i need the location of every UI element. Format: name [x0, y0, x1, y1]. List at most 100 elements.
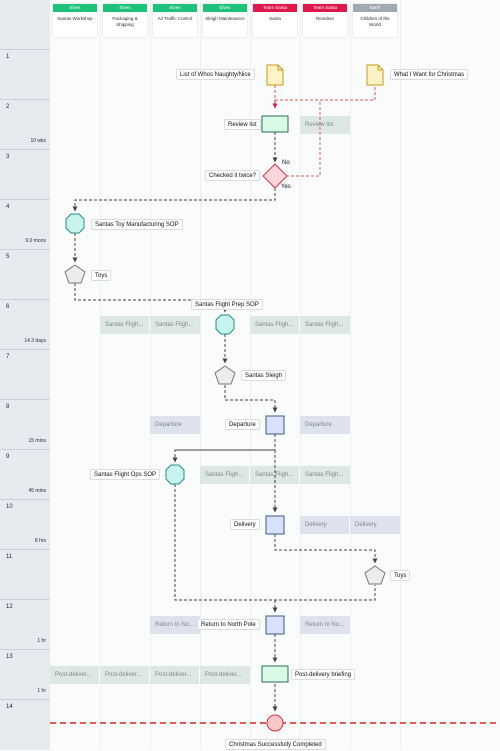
lane-name: Sleigh Maintenance	[205, 16, 245, 21]
label-flight-prep-sop: Santas Flight Prep SOP	[191, 299, 263, 310]
label-return-to-north-pole: Return to North Pole	[197, 619, 260, 630]
lane-divider	[400, 0, 401, 750]
row-divider	[0, 399, 50, 400]
ghost-santas-flight: Santas Fligh...	[250, 316, 299, 334]
row-number: 10	[6, 504, 13, 510]
row-duration: 1 hr	[37, 638, 46, 644]
decision-diamond[interactable]	[262, 163, 288, 189]
label-santas-sleigh: Santas Sleigh	[241, 370, 287, 381]
lane-header-sleigh-maintenance[interactable]: Elves Sleigh Maintenance	[203, 4, 247, 37]
lane-header-santa[interactable]: Team Santa Santa	[253, 4, 297, 37]
row-number: 8	[6, 404, 10, 410]
task-box-delivery[interactable]	[265, 515, 285, 535]
ghost-post-delivery: Post-deliver...	[150, 666, 199, 684]
pentagon-shape[interactable]	[64, 264, 86, 284]
row-number: 14	[6, 704, 13, 710]
row-number: 11	[6, 554, 13, 560]
row-number: 6	[6, 304, 10, 310]
row-duration: 10 wks	[30, 138, 46, 144]
lane-name: Santas Workshop	[57, 16, 93, 21]
lane-name: Children of the World	[360, 16, 390, 27]
row-divider	[0, 599, 50, 600]
lane-header-packaging-shipping[interactable]: Elves Packaging & Shipping	[103, 4, 147, 37]
label-yes: Yes	[281, 184, 291, 190]
row-duration: 45 mins	[28, 488, 46, 494]
row-divider	[0, 349, 50, 350]
row-divider	[0, 549, 50, 550]
row-divider	[0, 649, 50, 650]
row-divider	[0, 499, 50, 500]
lane-divider	[350, 0, 351, 750]
end-event-circle[interactable]	[266, 714, 284, 732]
pentagon-shape[interactable]	[214, 365, 236, 385]
process-octagon[interactable]	[65, 213, 85, 234]
row-divider	[0, 99, 50, 100]
row-divider	[0, 249, 50, 250]
lane-name: Packaging & Shipping	[112, 16, 138, 27]
label-wish-list: What I Want for Christmas	[390, 69, 469, 80]
label-departure: Departure	[225, 419, 260, 430]
label-toy-manufacturing-sop: Santas Toy Manufacturing SOP	[91, 219, 183, 230]
task-box-return-to-north-pole[interactable]	[265, 615, 285, 635]
ghost-post-delivery: Post-deliver...	[50, 666, 99, 684]
ghost-review-list: Review list	[300, 116, 350, 134]
row-number: 5	[6, 254, 10, 260]
label-naughty-nice: List of Whos Naughty/Nice	[176, 69, 255, 80]
ghost-departure: Departure	[150, 416, 200, 434]
lane-tag: Team Santa	[303, 4, 347, 12]
row-number: 7	[6, 354, 10, 360]
label-post-delivery-briefing: Post-delivery briefing	[291, 669, 356, 680]
process-octagon[interactable]	[165, 464, 185, 485]
row-duration: 14.3 days	[24, 338, 46, 344]
lane-divider	[300, 0, 301, 750]
task-box-departure[interactable]	[265, 415, 285, 435]
row-divider	[0, 299, 50, 300]
row-rail: 1 2 10 wks 3 4 9.0 mons 5 6 14.3 days 7 …	[0, 0, 50, 750]
lane-tag: Elves	[203, 4, 247, 12]
task-box-review-list[interactable]	[261, 115, 289, 133]
row-number: 12	[6, 604, 13, 610]
lane-name: Santa	[269, 16, 281, 21]
document-icon[interactable]	[366, 64, 384, 86]
row-divider	[0, 149, 50, 150]
lane-tag: Team Santa	[253, 4, 297, 12]
lane-tag: Elves	[103, 4, 147, 12]
lane-divider	[200, 0, 201, 750]
row-number: 9	[6, 454, 10, 460]
task-box-post-delivery[interactable]	[261, 665, 289, 683]
lane-header-santas-workshop[interactable]: Elves Santas Workshop	[53, 4, 97, 37]
label-toys: Toys	[91, 270, 112, 281]
document-icon[interactable]	[266, 64, 284, 86]
row-duration: 15 mins	[28, 438, 46, 444]
ghost-santas-flight: Santas Fligh...	[100, 316, 149, 334]
ghost-delivery: Delivery	[350, 516, 400, 534]
ghost-santas-flight: Santas Fligh...	[300, 466, 350, 484]
label-completed: Christmas Successfully Completed	[225, 739, 326, 750]
row-duration: 9.0 mons	[25, 238, 46, 244]
row-duration: 1 hr	[37, 688, 46, 694]
lane-header-children-of-the-world[interactable]: Earth Children of the World	[353, 4, 397, 37]
lane-divider	[150, 0, 151, 750]
ghost-santas-flight: Santas Fligh...	[150, 316, 200, 334]
lane-divider	[100, 0, 101, 750]
row-number: 13	[6, 654, 13, 660]
lane-name: Reindeer	[315, 16, 335, 21]
row-number: 4	[6, 204, 10, 210]
connector-lines	[72, 85, 378, 712]
row-number: 2	[6, 104, 10, 110]
row-divider	[0, 449, 50, 450]
row-duration: 8 hrs	[34, 538, 46, 544]
ghost-delivery: Delivery	[300, 516, 349, 534]
lane-tag: Elves	[153, 4, 197, 12]
process-octagon[interactable]	[215, 314, 235, 335]
row-divider	[0, 699, 50, 700]
label-flight-ops-sop: Santas Flight Ops SOP	[90, 469, 161, 480]
label-delivery: Delivery	[230, 519, 260, 530]
pentagon-shape[interactable]	[364, 565, 386, 585]
lane-header-reindeer[interactable]: Team Santa Reindeer	[303, 4, 347, 37]
lane-header-air-traffic-control[interactable]: Elves Air Traffic Control	[153, 4, 197, 37]
ghost-post-delivery: Post-deliver...	[100, 666, 149, 684]
ghost-santas-flight: Santas Fligh...	[300, 316, 350, 334]
lane-name: Air Traffic Control	[157, 16, 193, 21]
